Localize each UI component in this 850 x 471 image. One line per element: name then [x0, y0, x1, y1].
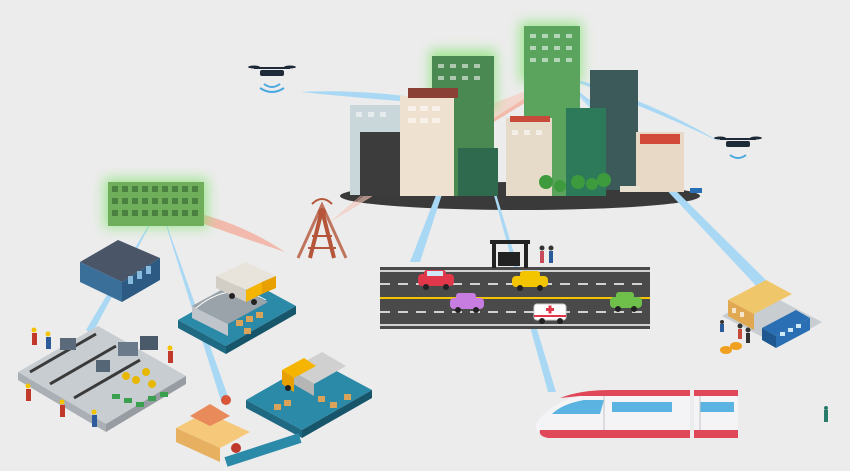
car-icon: [512, 271, 548, 291]
car-icon: [418, 270, 454, 290]
person-icon: [539, 245, 554, 263]
drone-icon: [714, 136, 762, 159]
person-icon: [720, 320, 751, 343]
high-speed-train-icon: [535, 390, 738, 438]
connector-road: [224, 433, 302, 467]
person-icon: [25, 327, 173, 427]
car-icon: [610, 292, 642, 312]
kiosk-icon: [176, 395, 250, 462]
delivery-truck-icon: [282, 358, 316, 392]
delivery-truck-icon: [216, 262, 276, 305]
beam-drone-right: [565, 76, 720, 142]
barrel-icon: [720, 342, 742, 354]
city-skyline-icon: [350, 22, 702, 196]
cell-tower-icon: [296, 198, 348, 259]
drone-icon: [248, 65, 296, 93]
ambulance-icon: [533, 303, 567, 324]
smart-building-icon: [104, 178, 208, 228]
person-icon: [824, 406, 828, 422]
car-icon: [450, 293, 484, 313]
factory-icon: [18, 326, 186, 432]
bus-icon: [762, 310, 810, 348]
office-building-icon: [80, 240, 160, 302]
